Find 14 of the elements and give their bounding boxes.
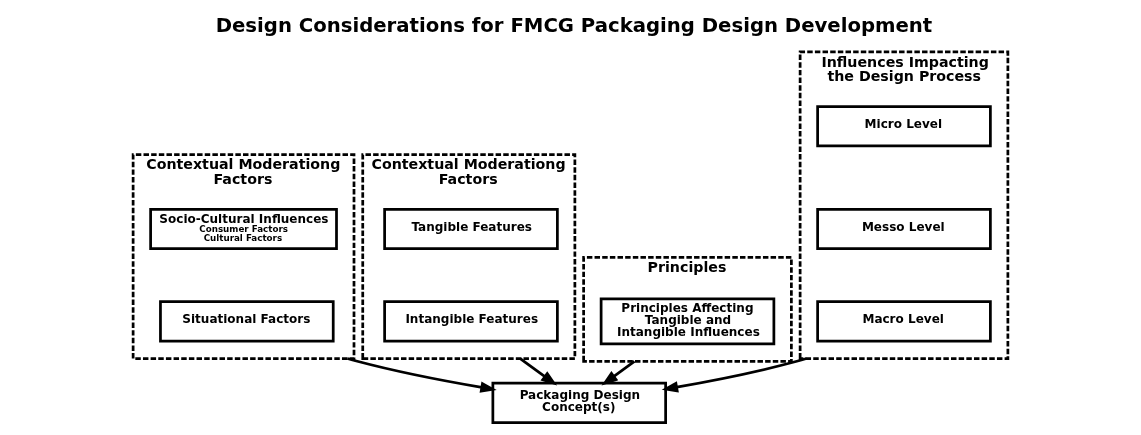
- arrow: [601, 360, 636, 386]
- node-box: Intangible Features: [383, 300, 559, 343]
- arrow: [519, 357, 558, 386]
- node-box: Tangible Features: [383, 207, 559, 251]
- node-box: Socio-Cultural Influences Consumer Factors Cultural Factors: [149, 207, 338, 251]
- node-box: Packaging Design Concept(s): [491, 381, 667, 424]
- arrow: [661, 357, 807, 393]
- node-box: Messo Level: [816, 207, 992, 251]
- diagram-title: Design Considerations for FMCG Packaging Design Development: [215, 13, 933, 37]
- arrow: [347, 357, 497, 393]
- node-box: Principles Affecting Tangible and Intangible Influences: [599, 297, 776, 346]
- node-box: Macro Level: [816, 300, 992, 343]
- node-box: Situational Factors: [159, 300, 335, 343]
- node-box: Micro Level: [816, 105, 992, 148]
